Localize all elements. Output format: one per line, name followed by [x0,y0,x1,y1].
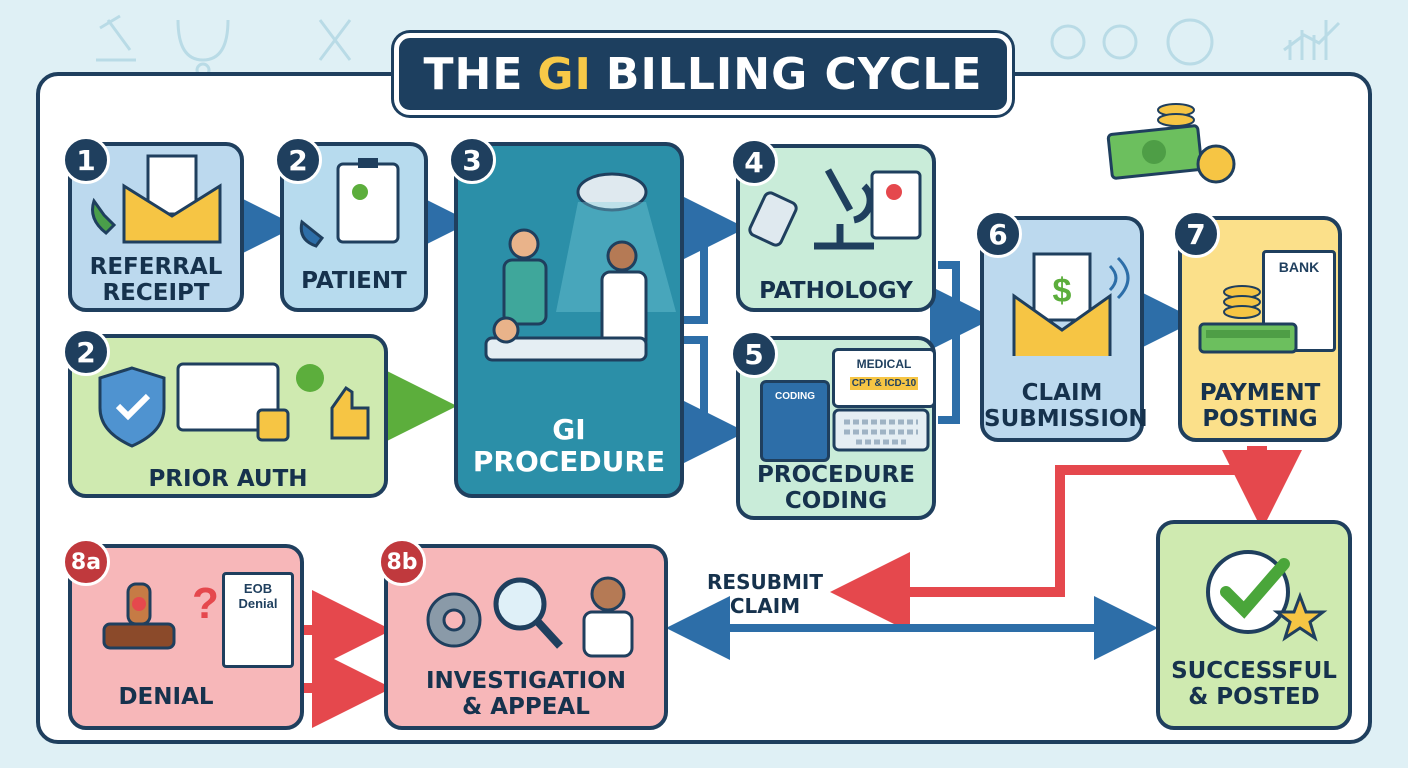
step-number-badge: 6 [974,210,1022,258]
arrow-procedure-to-coding [682,336,746,464]
step-pathology-label: PATHOLOGY [759,278,913,304]
step-payment-card: 7 BANK PAYMENT POSTING [1172,210,1342,442]
step-appeal-label: INVESTIGATION & APPEAL [425,668,627,720]
step-claim-label: CLAIM SUBMISSION [984,380,1148,432]
step-success-card: SUCCESSFUL & POSTED [1156,520,1352,730]
microscope-icon [748,168,922,250]
step-success-label: SUCCESSFUL & POSTED [1171,658,1337,710]
coding-screen-line2: CPT & ICD-10 [849,377,919,390]
step-appeal-card: 8b INVESTIGATION & APPEAL [378,538,668,730]
eob-line1: EOB [243,581,273,596]
success-checkmark-icon [1206,550,1328,642]
step-coding-card: 5 CODING MEDICAL CPT & ICD-10 PROCEDURE … [730,330,936,520]
step-number-badge: 7 [1172,210,1220,258]
cash-coins-decor-icon [1106,103,1236,184]
claim-envelope-icon: $ [1012,252,1130,356]
shield-check-icon [98,362,370,448]
eob-line2: Denial [238,596,278,611]
svg-text:$: $ [1053,272,1072,310]
step-pathology-card: 4 PATHOLOGY [730,138,936,312]
arrow-pathology-to-claim [930,261,994,350]
step-patient-card: 2 PATIENT [274,136,428,312]
coding-book: CODING [760,380,830,462]
arrow-payment-to-resubmit [830,446,1257,632]
step-number-badge: 3 [448,136,496,184]
step-coding-label: PROCEDURE CODING [757,462,915,514]
step-patient-label: PATIENT [301,268,407,294]
title-part1: THE [423,48,524,100]
step-referral-label: REFERRAL RECEIPT [89,254,223,306]
step-prior-auth-label: PRIOR AUTH [148,466,308,492]
arrow-coding-to-claim [938,325,960,424]
step-referral-card: 1 REFERRAL RECEIPT [62,136,244,312]
bank-label: BANK [1278,259,1320,275]
arrow-procedure-to-pathology [682,196,746,324]
title-highlight: GI [537,48,592,100]
title-part2: BILLING CYCLE [605,48,983,100]
envelope-icon [91,154,222,244]
patient-clipboard-icon [299,158,400,248]
denial-stamp-icon: ? [102,579,219,650]
step-claim-card: 6 $ CLAIM SUBMISSION [974,210,1148,442]
dna-bg-icon [318,19,352,61]
eob-document: EOB Denial [222,572,294,668]
gear-magnifier-doctor-icon [426,576,634,658]
step-number-badge: 4 [730,138,778,186]
cash-stack-icon [1198,285,1298,354]
chart-bg-icon [1283,20,1341,60]
procedure-scene-icon [484,172,676,362]
step-prior-auth-card: 2 PRIOR AUTH [62,328,388,498]
microscope-bg-icon [96,14,136,62]
keyboard-icon [832,408,930,452]
step-number-badge: 1 [62,136,110,184]
step-procedure-label: GI PROCEDURE [472,413,666,478]
step-number-badge: 5 [730,330,778,378]
svg-text:?: ? [192,579,219,628]
coding-screen-line1: MEDICAL [856,357,912,371]
step-procedure-card: 3 GI PROCEDURE [448,136,684,498]
step-number-badge: 8b [378,538,426,586]
step-number-badge: 2 [62,328,110,376]
step-denial-label: DENIAL [118,684,214,710]
step-number-badge: 2 [274,136,322,184]
page-title: THE GI BILLING CYCLE [394,33,1012,115]
resubmit-claim-label: RESUBMIT CLAIM [707,570,823,618]
coding-book-label: CODING [775,391,815,402]
step-number-badge: 8a [62,538,110,586]
step-denial-card: 8a ? EOB Denial DENIAL [62,538,304,730]
coding-screen: MEDICAL CPT & ICD-10 [832,348,936,408]
dollar-bg-icon [1050,18,1214,66]
step-payment-label: PAYMENT POSTING [1199,380,1321,432]
